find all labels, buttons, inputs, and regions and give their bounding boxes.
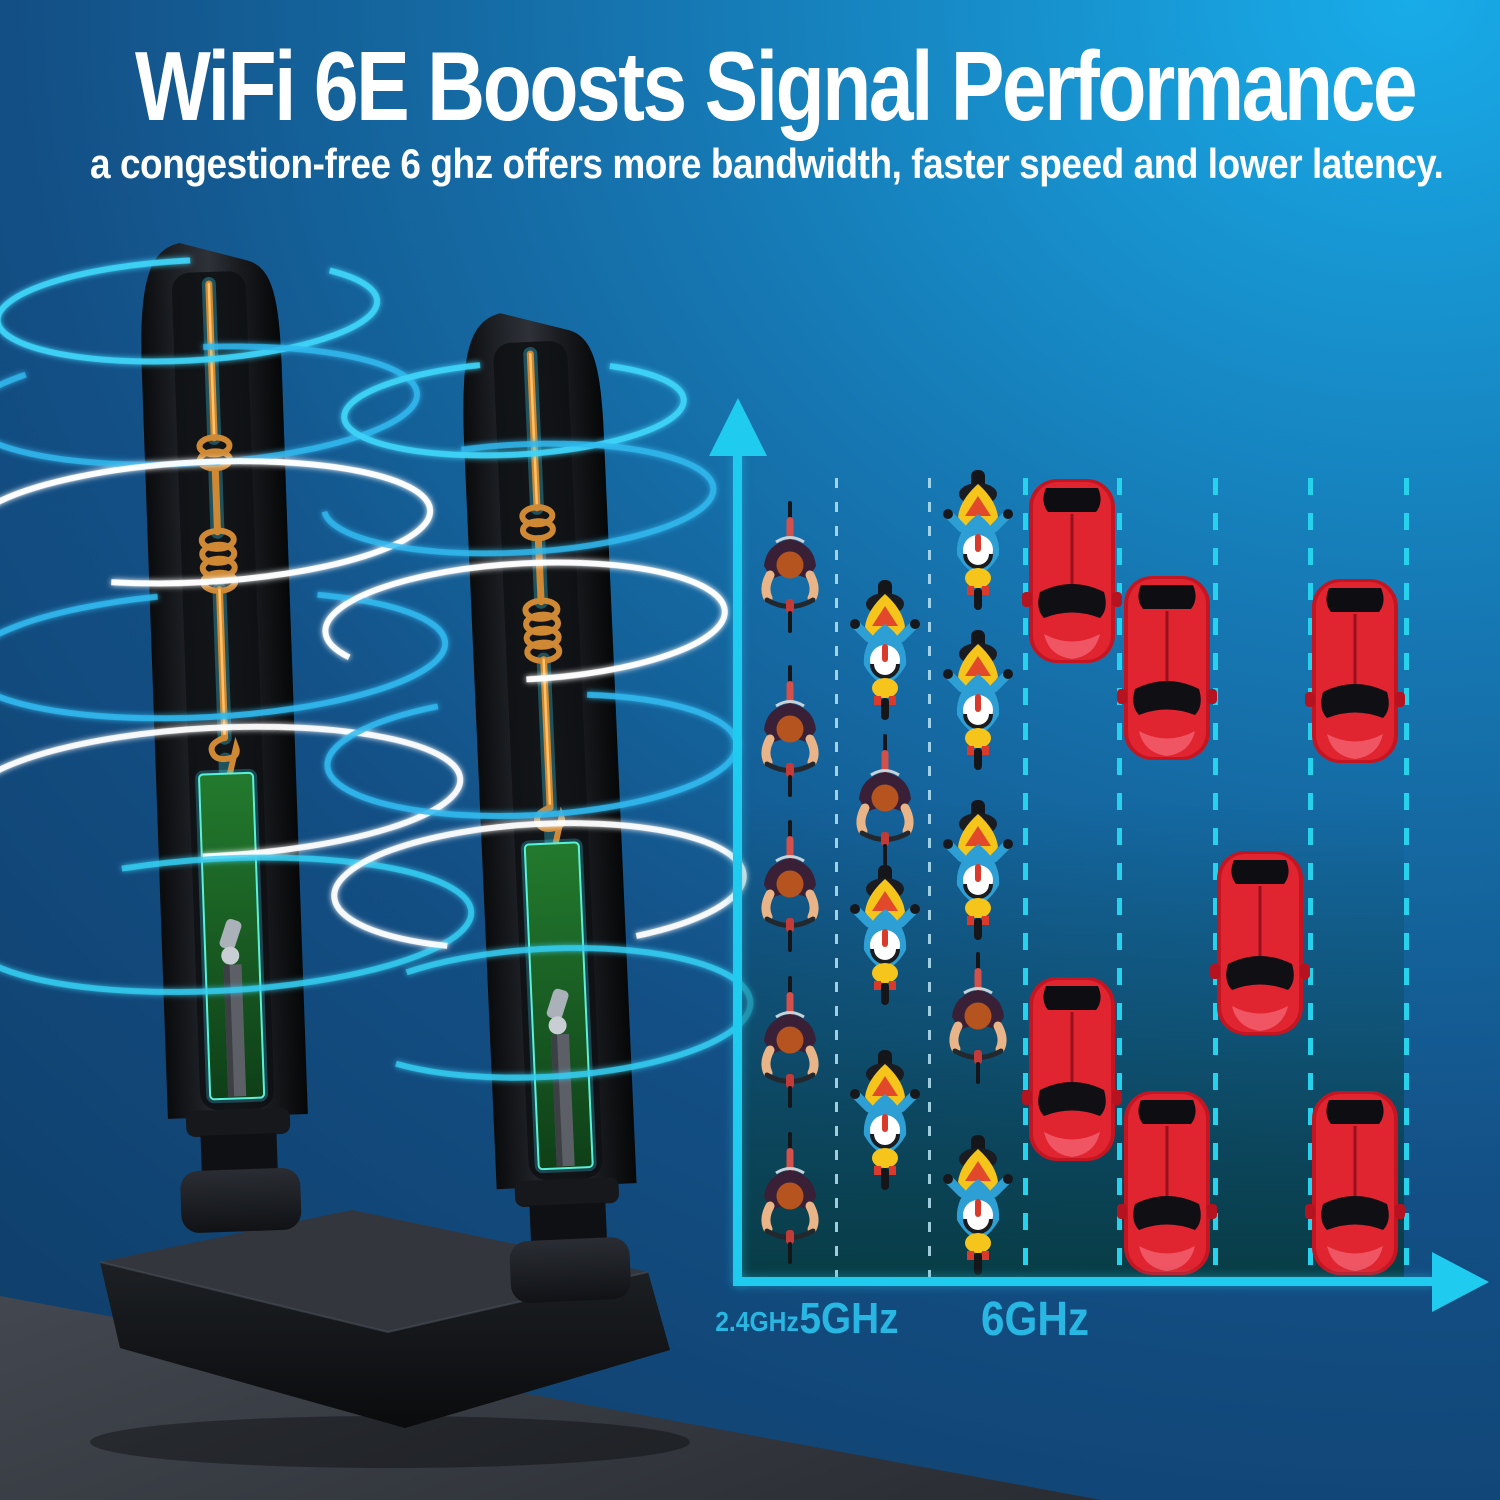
- antenna-hinge: [509, 1177, 631, 1303]
- bicycle-icon: [949, 952, 1007, 1084]
- bicycle-icon: [761, 665, 819, 797]
- car-icon: [1210, 851, 1310, 1035]
- band-label-2-4ghz: 2.4GHz: [715, 1306, 799, 1337]
- lane-divider: [1404, 478, 1409, 1280]
- antenna-illustration: [0, 242, 754, 1468]
- car-icon: [1117, 576, 1217, 760]
- motorcycle-icon: [943, 630, 1013, 770]
- car-icon: [1305, 579, 1405, 763]
- lane-divider: [835, 478, 838, 1280]
- x-axis-arrow: [737, 1277, 1435, 1286]
- page-subtitle: a congestion-free 6 ghz offers more band…: [90, 140, 1444, 187]
- bicycle-icon: [856, 734, 914, 866]
- header: WiFi 6E Boosts Signal Performance a cong…: [0, 0, 1500, 220]
- motorcycle-icon: [850, 865, 920, 1005]
- bicycle-icon: [761, 976, 819, 1108]
- car-icon: [1022, 977, 1122, 1161]
- motorcycle-icon: [943, 1135, 1013, 1275]
- motorcycle-icon: [850, 580, 920, 720]
- lane-divider: [1308, 478, 1313, 1280]
- bicycle-icon: [761, 1132, 819, 1264]
- band-label-6ghz: 6GHz: [981, 1293, 1089, 1346]
- page-title: WiFi 6E Boosts Signal Performance: [135, 31, 1418, 141]
- motorcycle-icon: [850, 1050, 920, 1190]
- x-axis-arrowhead-icon: [1432, 1252, 1489, 1312]
- antenna-hinge: [180, 1107, 302, 1233]
- lane-divider: [928, 478, 931, 1280]
- car-icon: [1117, 1091, 1217, 1275]
- copper-coil: [519, 346, 566, 851]
- lane-divider: [1213, 478, 1218, 1280]
- lane-divider: [1023, 478, 1028, 1280]
- car-icon: [1022, 479, 1122, 663]
- motorcycle-icon: [943, 470, 1013, 610]
- router-base: [90, 1210, 690, 1468]
- band-label-5ghz: 5GHz: [799, 1294, 899, 1343]
- y-axis-arrow: [733, 452, 742, 1286]
- lane-divider: [1117, 478, 1122, 1280]
- bicycle-icon: [761, 501, 819, 633]
- car-icon: [1305, 1091, 1405, 1275]
- bicycle-icon: [761, 820, 819, 952]
- y-axis-arrowhead-icon: [709, 398, 767, 456]
- motorcycle-icon: [943, 800, 1013, 940]
- pcb-board: [520, 838, 597, 1174]
